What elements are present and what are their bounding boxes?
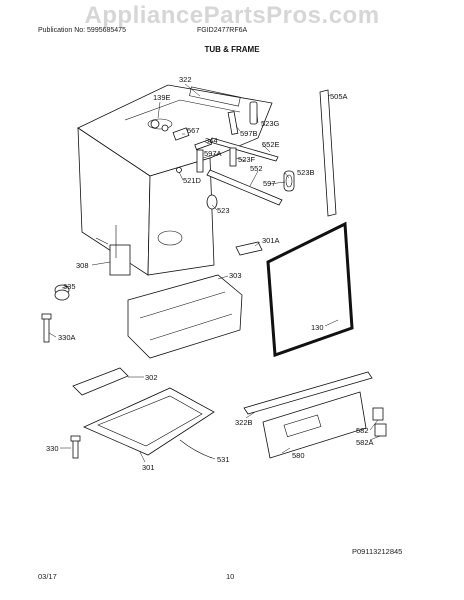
part-521d[interactable] [176,167,182,173]
callout-597a: 597A [204,149,222,158]
callout-523: 523 [217,206,230,215]
base-plate-301-part[interactable] [83,387,215,456]
clip-597a-part[interactable] [196,149,204,173]
callout-521d: 521D [183,176,202,185]
publication-number: Publication No: 5995685475 [38,27,126,34]
foot-335-part[interactable] [54,284,70,301]
callout-582: 582 [356,426,369,435]
callout-344: 344 [205,136,218,145]
callout-303: 303 [229,271,242,280]
callout-567: 567 [187,126,200,135]
clip-523f-part[interactable] [229,147,237,167]
strip-505a-part[interactable] [319,89,337,217]
part-582a[interactable] [374,423,387,437]
callout-330a: 330A [58,333,76,342]
tub-part[interactable] [77,84,273,276]
callout-523b: 523B [297,168,315,177]
clip-523g-part[interactable] [249,101,258,125]
panel-302-part[interactable] [72,367,129,396]
part-582[interactable] [372,407,384,421]
control-580-part[interactable] [262,391,367,459]
callout-301: 301 [142,463,155,472]
callout-330: 330 [46,444,59,453]
screw-330-part[interactable] [70,435,81,459]
base-303-part[interactable] [127,274,243,359]
strip-322b-part[interactable] [243,371,373,415]
site-watermark: AppliancePartsPros.com [84,2,380,29]
footer-date: 03/17 [38,572,57,581]
section-title: TUB & FRAME [204,45,260,54]
callout-523f: 523F [238,155,256,164]
screw-139e-part[interactable] [150,119,169,132]
diagram-code: P09113212845 [352,547,403,556]
callout-597: 597 [263,179,276,188]
callout-139e: 139E [153,93,171,102]
callout-322: 322 [179,75,192,84]
callout-335: 335 [63,282,76,291]
bracket-567-part[interactable] [172,127,190,141]
callout-130: 130 [311,323,324,332]
callout-523g: 523G [261,119,280,128]
screw-330a-part[interactable] [41,313,52,343]
part-301a[interactable] [235,241,263,256]
clip-523b-part[interactable] [283,170,295,192]
callout-552e: 552E [262,140,280,149]
hinge-308-part[interactable] [95,225,131,276]
rail-552e-part[interactable] [209,137,279,162]
callout-505a: 505A [330,92,348,101]
callout-302: 302 [145,373,158,382]
callout-301a: 301A [262,236,280,245]
clip-597b-part[interactable] [227,111,239,135]
callout-308: 308 [76,261,89,270]
callout-531: 531 [217,455,230,464]
part-523[interactable] [206,194,218,210]
cable-531-part[interactable] [179,439,213,459]
rail-552-part[interactable] [206,169,283,206]
callout-580: 580 [292,451,305,460]
leader-lines [48,83,381,463]
callout-322b: 322B [235,418,253,427]
callout-582a: 582A [356,438,374,447]
callout-597b: 597B [240,129,258,138]
callout-552: 552 [250,164,263,173]
page-number: 10 [226,572,235,581]
door-gasket-130-part[interactable] [266,221,354,358]
model-number: FGID2477RF6A [197,27,248,34]
